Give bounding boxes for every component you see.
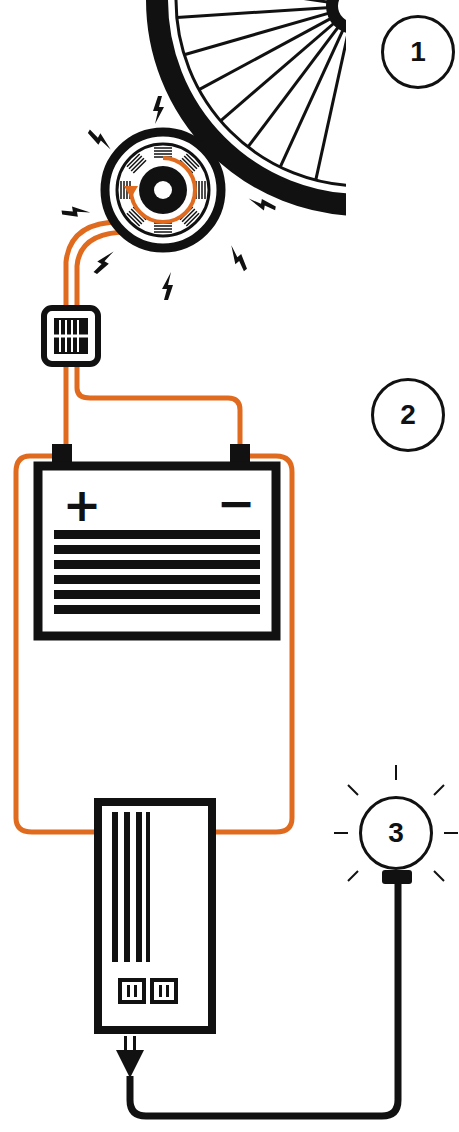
callout-number: 3	[388, 819, 404, 847]
callout-circle: 3	[359, 796, 433, 870]
generator	[61, 96, 276, 300]
light-rays	[334, 765, 458, 881]
inverter	[98, 802, 212, 1030]
callout-circle: 1	[381, 15, 455, 89]
callout-circle: 2	[371, 378, 445, 452]
terminal-sign: +	[63, 482, 102, 528]
regulator	[44, 308, 98, 364]
wire	[16, 222, 292, 832]
callout-number: 2	[400, 401, 416, 429]
terminal-sign: −	[217, 480, 256, 526]
plug-cord	[116, 870, 412, 1116]
callout-number: 1	[410, 38, 426, 66]
battery	[38, 444, 276, 636]
